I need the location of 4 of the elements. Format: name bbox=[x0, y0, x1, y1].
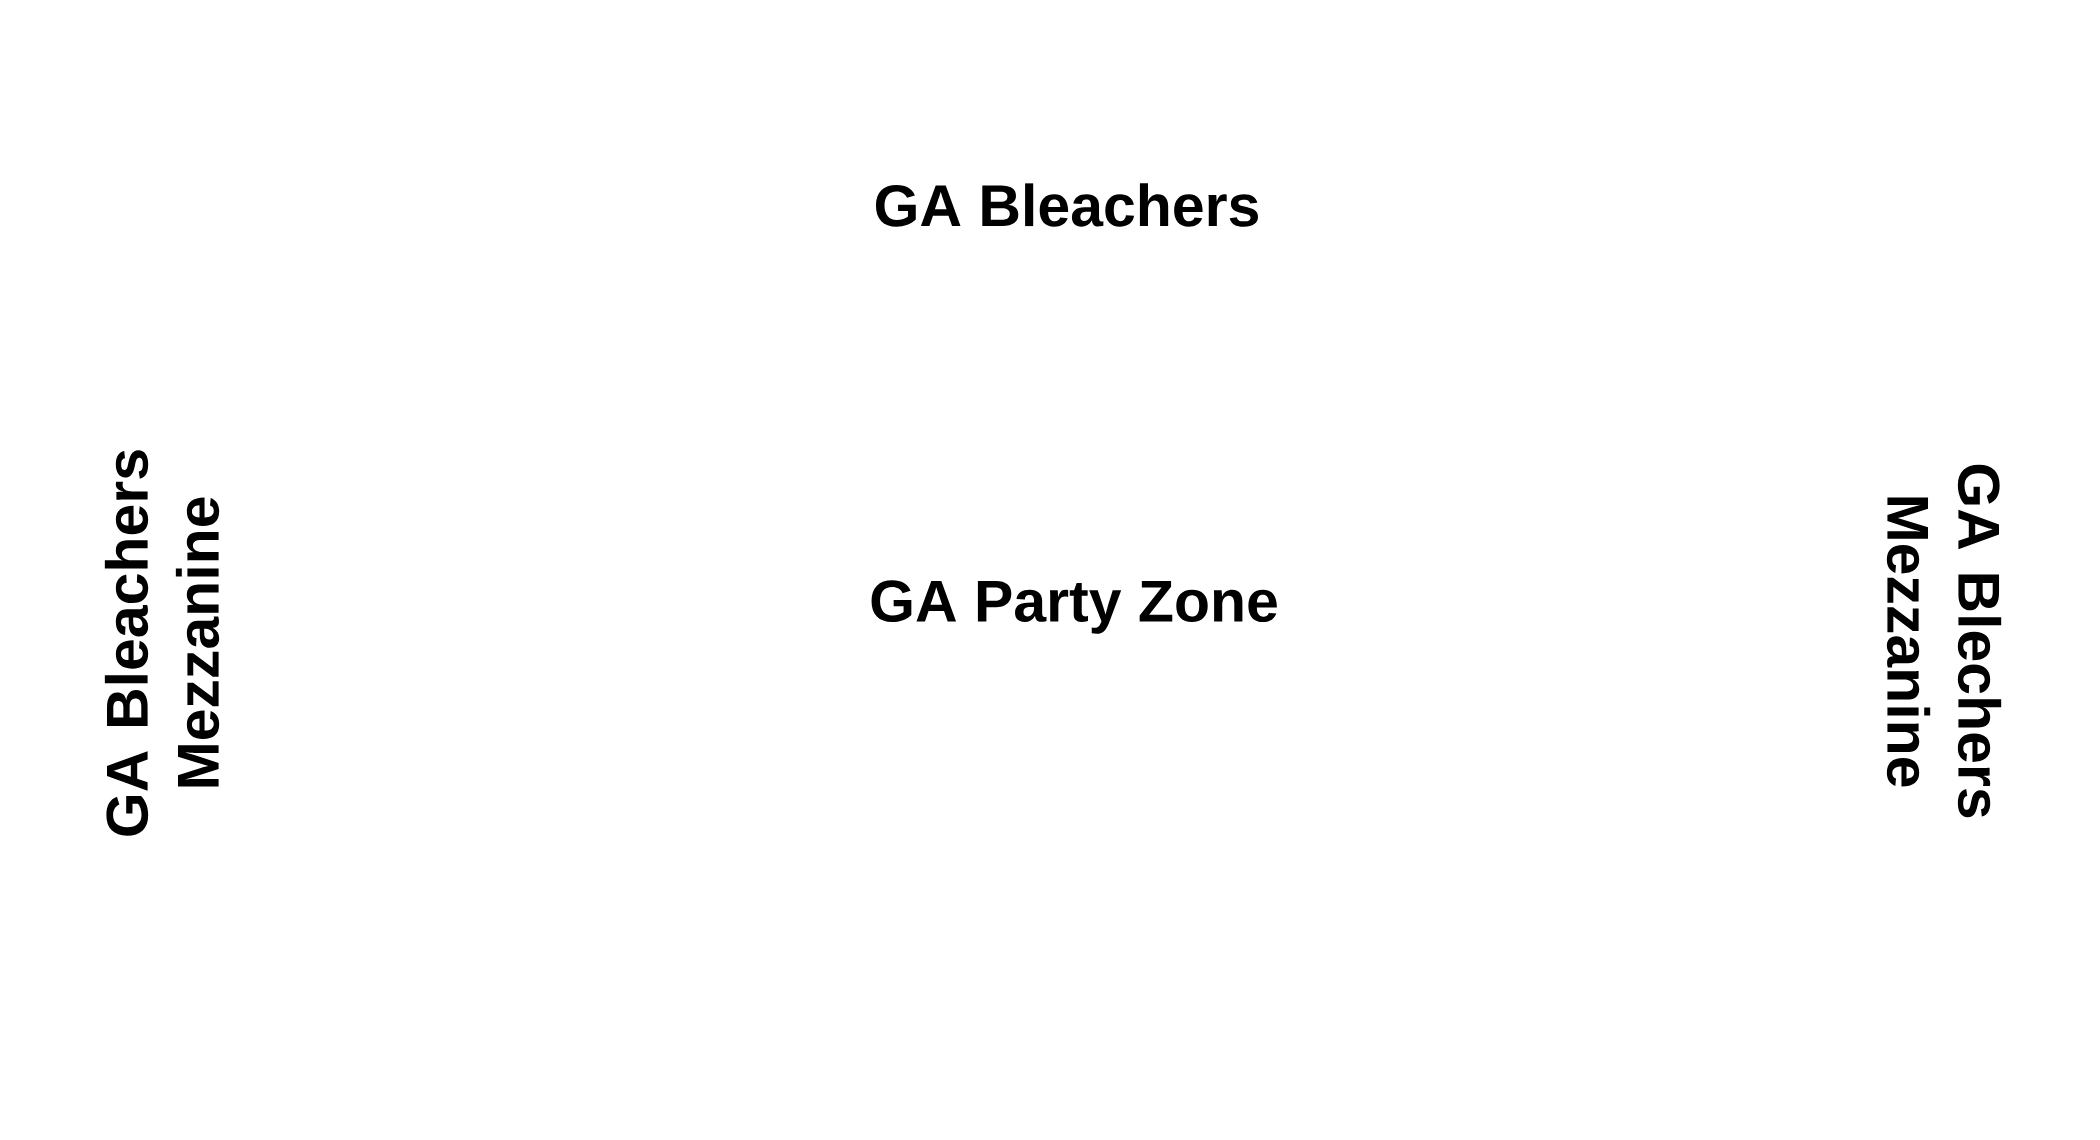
area-label: GA Bleachers bbox=[875, 183, 1258, 227]
area-label: GA Bleachers Mezzanine bbox=[104, 450, 220, 836]
area-label: GA Blechers Mezzanine bbox=[1886, 464, 2002, 818]
area-label: GA Party Zone bbox=[871, 580, 1277, 634]
